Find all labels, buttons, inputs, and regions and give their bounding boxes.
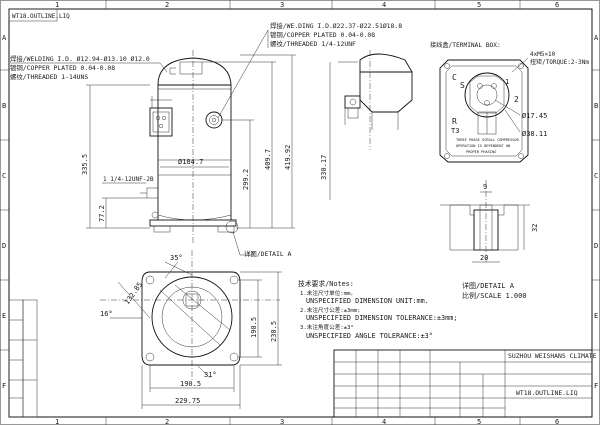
title-block-drawing-no: WT18.OUTLINE.LIQ — [516, 389, 578, 397]
detail-a-title: 详图/DETAIL A — [462, 281, 515, 290]
pin-c: C — [452, 73, 457, 82]
dim-190-horizontal: 190.5 — [180, 380, 201, 388]
row-e-right: E — [594, 312, 598, 320]
col-6: 6 — [555, 1, 559, 9]
technical-notes: 技术要求/Notes: 1.未注尺寸单位:mm。 UNSPECIFIED DIM… — [298, 279, 457, 340]
col-2: 2 — [165, 1, 169, 9]
bottom-view — [100, 250, 280, 380]
col-1-bottom: 1 — [55, 418, 59, 425]
dim-330: 330.17 — [320, 155, 328, 180]
detail-a-section: 9 32 20 — [440, 180, 539, 263]
col-3-bottom: 3 — [280, 418, 284, 425]
detail-a-callout: 详图/DETAIL A — [244, 249, 292, 258]
front-view — [140, 50, 239, 245]
left-note-welding: 焊接/WELDING I.D. Ø12.94-Ø13.10 Ø12.0 — [10, 54, 150, 63]
note-2-en: UNSPECIFIED DIMENSION TOLERANCE:±3mm; — [306, 314, 457, 322]
dim-31deg: 31° — [204, 371, 217, 379]
notes-title: 技术要求/Notes: — [298, 279, 354, 288]
top-notes: 焊接/WE.DING I.D.Ø22.37-Ø22.51Ø18.8 镀铜/COP… — [217, 21, 402, 119]
dim-230: 230.5 — [270, 321, 278, 342]
pin-2: 2 — [514, 95, 519, 104]
plate-line-1: THREE PHASE SCROLL COMPRESSOR — [456, 138, 520, 142]
detail-a-scale: 比例/SCALE 1.000 — [462, 291, 527, 300]
row-a-right: A — [594, 34, 599, 42]
detail-dim-20: 20 — [480, 254, 488, 262]
side-view: 330.17 — [320, 50, 413, 200]
terminal-torque-value: 扭矩/TORQUE:2-3Nm — [530, 58, 589, 66]
pin-r: R — [452, 117, 457, 126]
row-b-right: B — [594, 102, 598, 110]
left-notes: 焊接/WELDING I.D. Ø12.94-Ø13.10 Ø12.0 镀铜/C… — [10, 54, 168, 81]
top-note-welding: 焊接/WE.DING I.D.Ø22.37-Ø22.51Ø18.8 — [270, 21, 402, 30]
row-f-right: F — [594, 382, 598, 390]
top-note-thread: 螺纹/THREADED 1/4-12UNF — [270, 39, 356, 48]
col-5-bottom: 5 — [477, 418, 481, 425]
detail-dim-9: 9 — [483, 183, 487, 191]
left-note-thread: 螺纹/THREADED 1-14UNS — [10, 72, 88, 81]
col-3: 3 — [280, 1, 284, 9]
note-3-cn: 3.未注角度公差:±3° — [300, 323, 354, 331]
left-note-copper: 镀铜/COPPER PLATED 0.04-0.08 — [10, 63, 115, 72]
dim-335: 335.5 — [81, 154, 89, 175]
title-tag: WT18.OUTLINE.LIQ — [8, 8, 70, 22]
row-letters: A B C D E F A B C D E F — [2, 34, 599, 390]
terminal-dim-17: Ø17.45 — [522, 112, 547, 120]
row-e: E — [2, 312, 6, 320]
col-4-bottom: 4 — [382, 418, 386, 425]
title-tag-text: WT18.OUTLINE.LIQ — [12, 13, 70, 20]
revision-strip — [8, 299, 38, 418]
row-c: C — [2, 172, 6, 180]
row-f: F — [2, 382, 6, 390]
row-a: A — [2, 34, 7, 42]
column-numbers: 1 2 3 4 5 6 1 2 3 4 5 6 — [55, 1, 559, 425]
top-note-copper: 镀铜/COPPER PLATED 0.04-0.08 — [270, 30, 375, 39]
dim-132: 132.85 — [123, 281, 144, 306]
row-d-right: D — [594, 242, 598, 250]
dim-77: 77.2 — [98, 205, 106, 222]
side-thread-label: 1 1/4-12UNF-2B — [103, 176, 154, 183]
note-2-cn: 2.未注尺寸公差:±3mm; — [300, 306, 361, 314]
detail-a-label: 详图/DETAIL A 比例/SCALE 1.000 — [462, 281, 527, 300]
col-4: 4 — [382, 1, 386, 9]
detail-dim-32: 32 — [531, 224, 539, 232]
terminal-torque-bolts: 4xM5×10 — [530, 51, 556, 58]
title-block: SUZHOU WEISHANS CLIMATE WT18.OUTLINE.LIQ — [333, 349, 597, 418]
dim-229: 229.75 — [175, 397, 200, 405]
plate-line-2: OPERATION IS DEPENDENT ON — [456, 144, 510, 148]
col-2-bottom: 2 — [165, 418, 169, 425]
terminal-dim-38: Ø38.11 — [522, 130, 547, 138]
row-b: B — [2, 102, 6, 110]
dim-16deg: 16° — [100, 310, 113, 318]
note-3-en: UNSPECIFIED ANGLE TOLERANCE:±3° — [306, 332, 433, 340]
terminal-box-view: 接线盒/TERMINAL BOX: 4xM5×10 扭矩/TORQUE:2-3N… — [430, 41, 589, 163]
col-6-bottom: 6 — [555, 418, 559, 425]
note-1-en: UNSPECIFIED DIMENSION UNIT:mm. — [306, 297, 429, 305]
pin-1: 1 — [505, 78, 509, 86]
dim-184: Ø184.7 — [178, 158, 203, 166]
dim-35deg: 35° — [170, 254, 183, 262]
pin-s: S — [460, 81, 465, 90]
dim-190-vertical: 190.5 — [250, 317, 258, 338]
note-1-cn: 1.未注尺寸单位:mm。 — [300, 289, 356, 297]
terminal-box-title: 接线盒/TERMINAL BOX: — [430, 41, 501, 49]
dim-419: 419.92 — [284, 145, 292, 170]
col-1: 1 — [55, 1, 59, 9]
plate-line-3: PROPER PHASING — [466, 150, 496, 154]
dim-299: 299.2 — [242, 169, 250, 190]
col-5: 5 — [477, 1, 481, 9]
row-c-right: C — [594, 172, 598, 180]
title-block-company: SUZHOU WEISHANS CLIMATE — [508, 352, 597, 360]
front-dimensions: 335.5 77.2 299.2 409.7 419.92 Ø184.7 1 1… — [81, 54, 296, 258]
dim-409: 409.7 — [264, 149, 272, 170]
pin-t3: T3 — [451, 127, 459, 135]
row-d: D — [2, 242, 6, 250]
